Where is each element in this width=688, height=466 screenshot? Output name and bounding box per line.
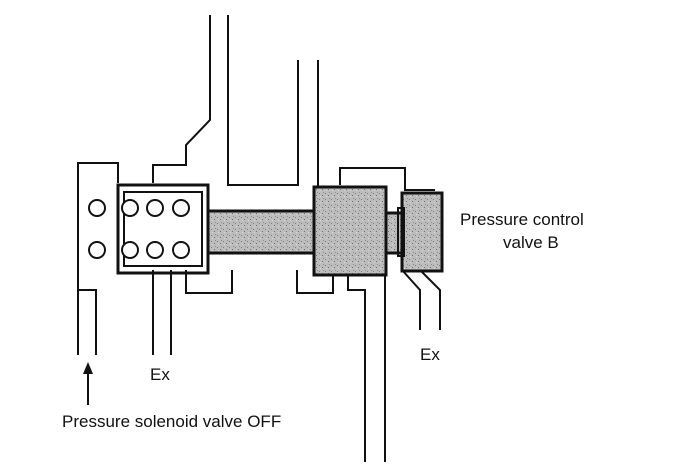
left-inlet-passage-inner [78,289,97,355]
spring-coil [146,241,164,259]
valve-body-outline [77,15,441,462]
valve-name-label-line2: valve B [503,233,559,252]
spool-land-small [400,191,444,273]
lower-passage-a [347,275,366,462]
right-exhaust-port [401,269,421,330]
body-top-right [339,167,435,191]
spool-neck [384,211,404,255]
exhaust-label-right: Ex [420,345,440,364]
valve-name-label-line1: Pressure control [460,210,584,229]
valve-spool [206,185,444,277]
spool-land-large [312,185,388,277]
spring-coil [172,199,190,217]
spring-coil [121,241,139,259]
body-bottom-mid [296,270,334,294]
left-inlet-passage [77,162,119,355]
spring-coil [172,241,190,259]
right-exhaust-port-outer [419,269,441,330]
body-top-left [152,15,211,183]
spring-chamber [116,183,210,275]
upper-passage-left [227,15,299,186]
solenoid-state-label: Pressure solenoid valve OFF [62,412,281,431]
spool-land-inner-line [397,207,405,257]
spring-coils [88,199,190,259]
spring-chamber-housing [116,183,210,275]
spring-coil [121,199,139,217]
spool-stem [206,209,318,255]
body-bottom-left [185,270,233,294]
spring-coil [88,241,106,259]
spring-coil [88,199,106,217]
pressure-input-arrow [83,362,93,405]
spring-coil [146,199,164,217]
spring-chamber-inner [123,191,203,267]
exhaust-label-left: Ex [150,365,170,384]
